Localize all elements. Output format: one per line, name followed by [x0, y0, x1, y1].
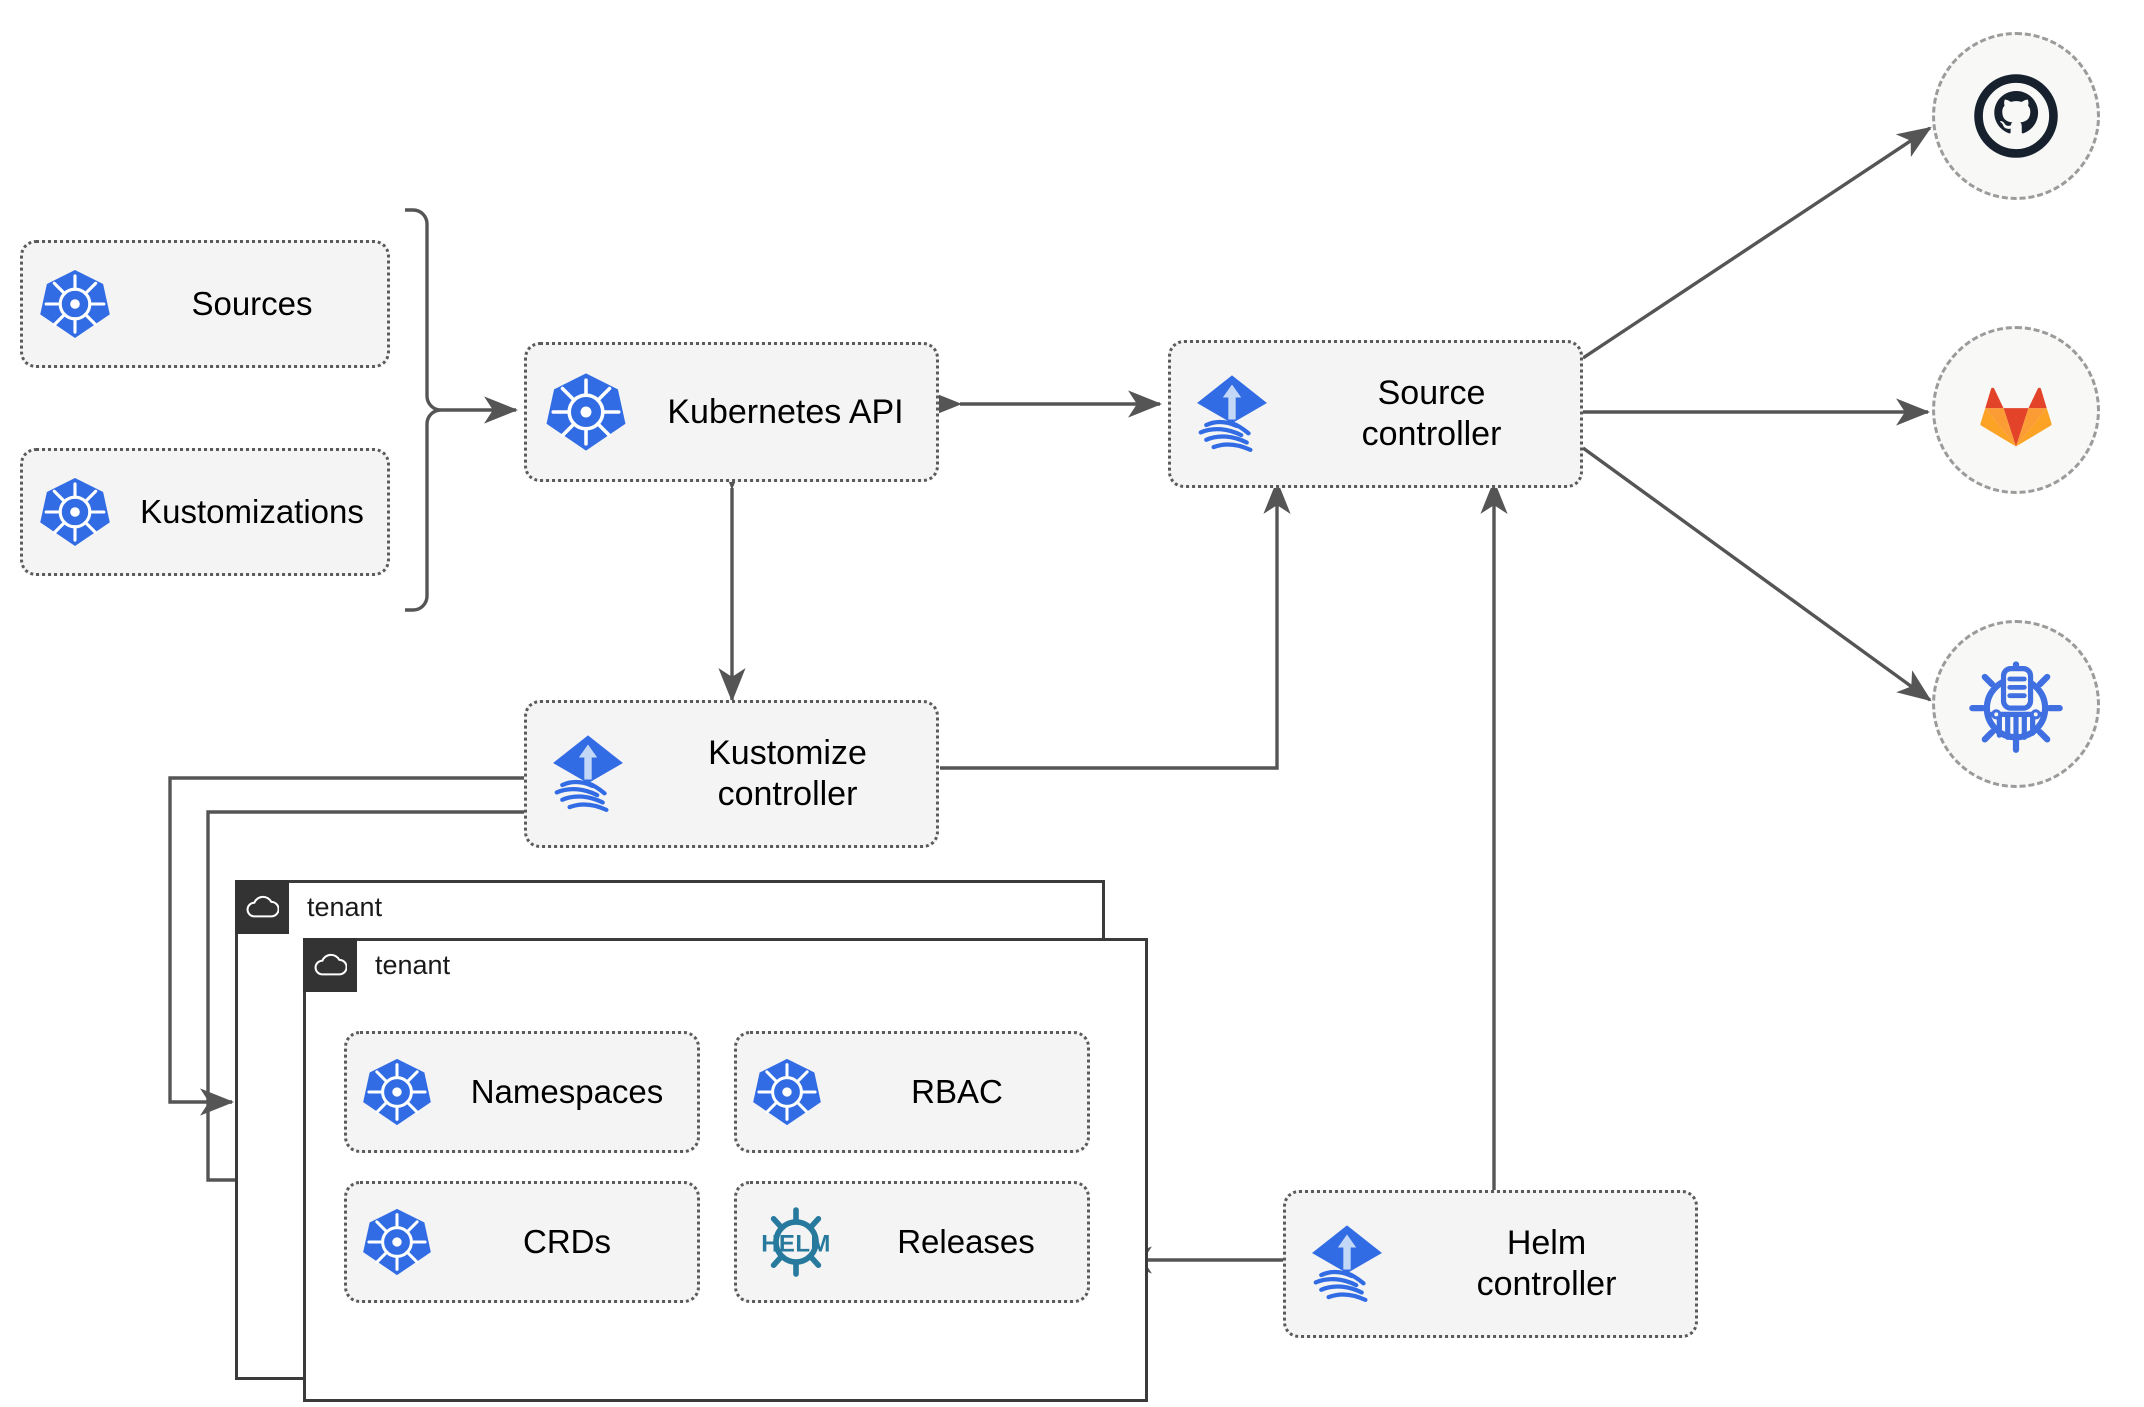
tenant-container-front[interactable]: tenant Namespaces: [303, 938, 1148, 1402]
tenant-name: tenant: [375, 949, 451, 980]
svg-text:HELM: HELM: [761, 1231, 831, 1258]
kubernetes-icon: [347, 1206, 447, 1278]
kubernetes-icon: [23, 267, 127, 341]
resource-label: Namespaces: [470, 1073, 664, 1111]
flux-icon: [1171, 368, 1293, 460]
node-sources[interactable]: Sources: [20, 240, 390, 368]
kubernetes-icon: [347, 1056, 447, 1128]
node-label: Kustomizations: [140, 493, 364, 531]
edge-kustomize-source: [940, 479, 1291, 770]
edge-source-github: [1582, 126, 1932, 360]
kubernetes-icon: [23, 475, 127, 549]
node-label: Helm controller: [1476, 1224, 1617, 1303]
cloud-icon: [235, 880, 289, 934]
github-icon: [1968, 68, 2064, 164]
cloud-icon: [303, 938, 357, 992]
node-kubernetes-api[interactable]: Kubernetes API: [524, 342, 939, 482]
provider-gitlab[interactable]: [1932, 326, 2100, 494]
node-label: Source controller: [1361, 374, 1502, 453]
kubernetes-icon: [737, 1056, 837, 1128]
resource-namespaces[interactable]: Namespaces: [344, 1031, 700, 1153]
helm-icon: HELM: [737, 1202, 855, 1282]
kubernetes-icon: [527, 370, 645, 454]
node-source-controller[interactable]: Source controller: [1168, 340, 1583, 488]
node-label: Kustomize controller: [708, 734, 867, 813]
helm-repository-icon: [1964, 652, 2068, 756]
resource-label: CRDs: [523, 1223, 611, 1261]
node-label: Kubernetes API: [667, 392, 904, 431]
provider-helm-repository[interactable]: [1932, 620, 2100, 788]
flux-icon: [1286, 1218, 1408, 1310]
edge-sources-bracket: [405, 208, 519, 612]
resource-label: Releases: [897, 1223, 1035, 1261]
node-kustomizations[interactable]: Kustomizations: [20, 448, 390, 576]
gitlab-icon: [1968, 362, 2064, 458]
resource-rbac[interactable]: RBAC: [734, 1031, 1090, 1153]
node-kustomize-controller[interactable]: Kustomize controller: [524, 700, 939, 848]
tenant-header-back: tenant: [235, 880, 382, 934]
node-helm-controller[interactable]: Helm controller: [1283, 1190, 1698, 1338]
tenant-name: tenant: [307, 891, 383, 922]
resource-releases[interactable]: HELM Releases: [734, 1181, 1090, 1303]
node-label: Sources: [191, 285, 313, 323]
edge-source-helmrepo: [1582, 446, 1932, 702]
provider-github[interactable]: [1932, 32, 2100, 200]
flux-icon: [527, 728, 649, 820]
resource-label: RBAC: [911, 1073, 1003, 1111]
resource-crds[interactable]: CRDs: [344, 1181, 700, 1303]
tenant-header-front: tenant: [303, 938, 450, 992]
